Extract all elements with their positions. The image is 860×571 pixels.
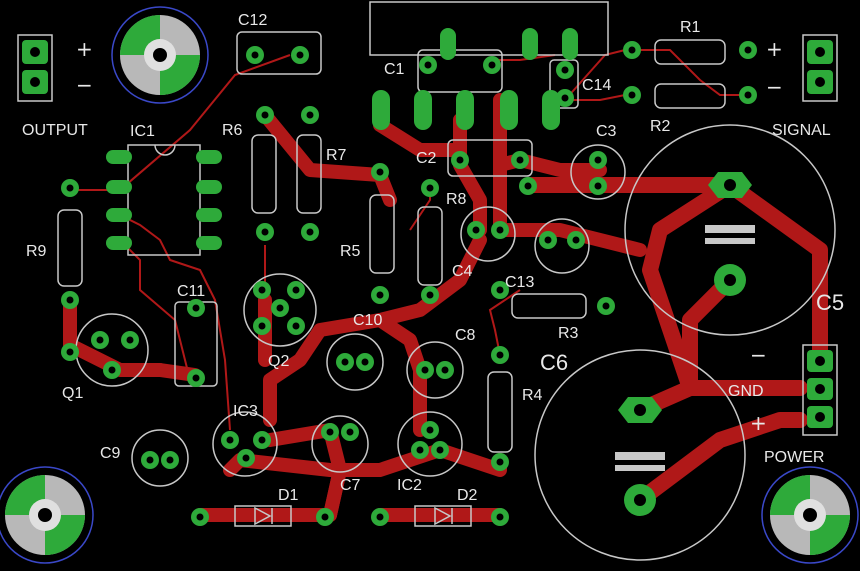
c7-outline (311, 415, 369, 473)
r5-outline (369, 194, 395, 274)
c10-outline (326, 333, 384, 391)
q1-label: Q1 (62, 385, 83, 402)
c2-label: C2 (416, 150, 437, 167)
mounting-hole-bottom-left (0, 466, 94, 564)
power-minus-label: − (750, 343, 767, 367)
c3-outline (570, 144, 626, 200)
r4-label: R4 (522, 387, 543, 404)
c5-label: C5 (816, 290, 844, 315)
r3-label: R3 (558, 325, 579, 342)
d2-outline (414, 505, 472, 527)
r6-outline (251, 134, 277, 214)
output-plus-label: + (76, 37, 93, 61)
power-label: POWER (764, 449, 824, 466)
c8-label: C8 (455, 327, 476, 344)
mounting-holes (0, 6, 859, 564)
c8-outline (406, 341, 464, 399)
c11-label: C11 (177, 283, 205, 300)
c14-outline (549, 59, 579, 109)
c12-label: C12 (238, 12, 267, 29)
c6-label: C6 (540, 350, 568, 375)
r5-label: R5 (340, 243, 361, 260)
power-plus-label: + (750, 411, 767, 435)
mounting-hole-bottom-right (761, 466, 859, 564)
d1-outline (234, 505, 292, 527)
c12-outline (236, 31, 322, 75)
ic3-outline (212, 411, 278, 477)
output-label: OUTPUT (22, 122, 88, 139)
c14-label: C14 (582, 77, 611, 94)
r1-outline (654, 39, 726, 65)
d2-label: D2 (457, 487, 478, 504)
r8-outline (417, 206, 443, 286)
c4-outline (460, 206, 516, 262)
c3-label: C3 (596, 123, 617, 140)
c13-label: C13 (505, 274, 534, 291)
r7-outline (296, 134, 322, 214)
r4-outline (487, 371, 513, 453)
r2-outline (654, 83, 726, 109)
c2-outline (447, 139, 533, 177)
c9-label: C9 (100, 445, 121, 462)
pads (22, 28, 833, 526)
c4-label: C4 (452, 263, 473, 280)
c1-label: C1 (384, 61, 405, 78)
c13-outline (534, 218, 590, 274)
signal-minus-label: − (766, 75, 783, 99)
mounting-hole-top-left (111, 6, 209, 104)
ic3-label: IC3 (233, 403, 258, 420)
q2-outline (243, 273, 317, 347)
ic2-outline (397, 411, 463, 477)
signal-connector-outline (802, 34, 838, 102)
r3-outline (511, 293, 587, 319)
ic1-label: IC1 (130, 123, 155, 140)
c6-outline (534, 349, 746, 561)
r9-label: R9 (26, 243, 47, 260)
copper-traces (63, 49, 828, 522)
c9-outline (131, 429, 189, 487)
r2-label: R2 (650, 118, 671, 135)
r6-label: R6 (222, 122, 243, 139)
c7-label: C7 (340, 477, 361, 494)
ic2-label: IC2 (397, 477, 422, 494)
r9-outline (57, 209, 83, 287)
signal-plus-label: + (766, 37, 783, 61)
signal-label: SIGNAL (772, 122, 831, 139)
labels: OUTPUT + − SIGNAL + − POWER GND − + C12 … (22, 12, 844, 504)
power-connector-outline (802, 344, 838, 436)
q2-label: Q2 (268, 353, 289, 370)
r1-label: R1 (680, 19, 701, 36)
r8-label: R8 (446, 191, 467, 208)
d1-label: D1 (278, 487, 299, 504)
c10-label: C10 (353, 312, 382, 329)
c5-outline (624, 124, 836, 336)
r7-label: R7 (326, 147, 347, 164)
output-minus-label: − (76, 73, 93, 97)
ic1-outline (127, 144, 201, 256)
output-connector-outline (17, 34, 53, 102)
gnd-label: GND (728, 383, 764, 400)
